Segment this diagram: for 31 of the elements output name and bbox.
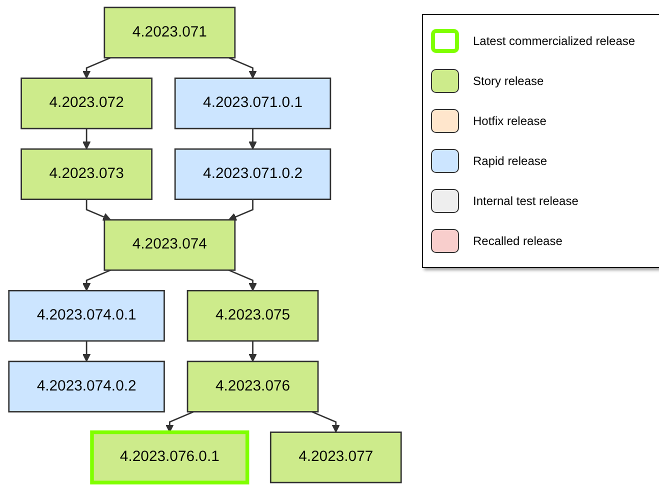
flowchart: 4.2023.071 4.2023.071.0.1 4.2023.071.0.2 4.2023.072 4.2023.073 4.2023.074 4.2023.074.0.1 4.2023.074.0.2 4.2023.075 4.2023.076 4.2023.076.0.1 4.2023.077 (0, 0, 410, 490)
arrow (86, 199, 111, 221)
legend-label: Latest commercialized release (473, 34, 636, 48)
node-box (90, 430, 250, 484)
arrow (82, 340, 91, 362)
arrow (82, 128, 91, 150)
legend-label: Story release (473, 74, 544, 88)
node-box (186, 360, 319, 412)
arrow (166, 411, 194, 433)
arrow (82, 57, 111, 79)
legend-label: Rapid release (473, 154, 548, 168)
node-box (8, 290, 165, 342)
arrow (228, 57, 257, 79)
legend-label: Internal test release (473, 194, 578, 208)
arrow (228, 199, 254, 221)
node-box (174, 148, 332, 200)
node-box (186, 290, 319, 342)
legend-label: Recalled release (473, 234, 562, 248)
node-box (8, 360, 165, 412)
node-box (20, 78, 152, 130)
node-box (174, 78, 332, 130)
legend-label: Hotfix release (473, 114, 546, 128)
node-box (104, 219, 236, 271)
arrow (248, 128, 257, 150)
node-box (20, 148, 152, 200)
node-box (270, 432, 402, 484)
arrow (82, 270, 111, 292)
arrow (228, 270, 257, 292)
arrow (312, 411, 340, 433)
node-box (104, 6, 236, 58)
arrow (248, 340, 257, 362)
